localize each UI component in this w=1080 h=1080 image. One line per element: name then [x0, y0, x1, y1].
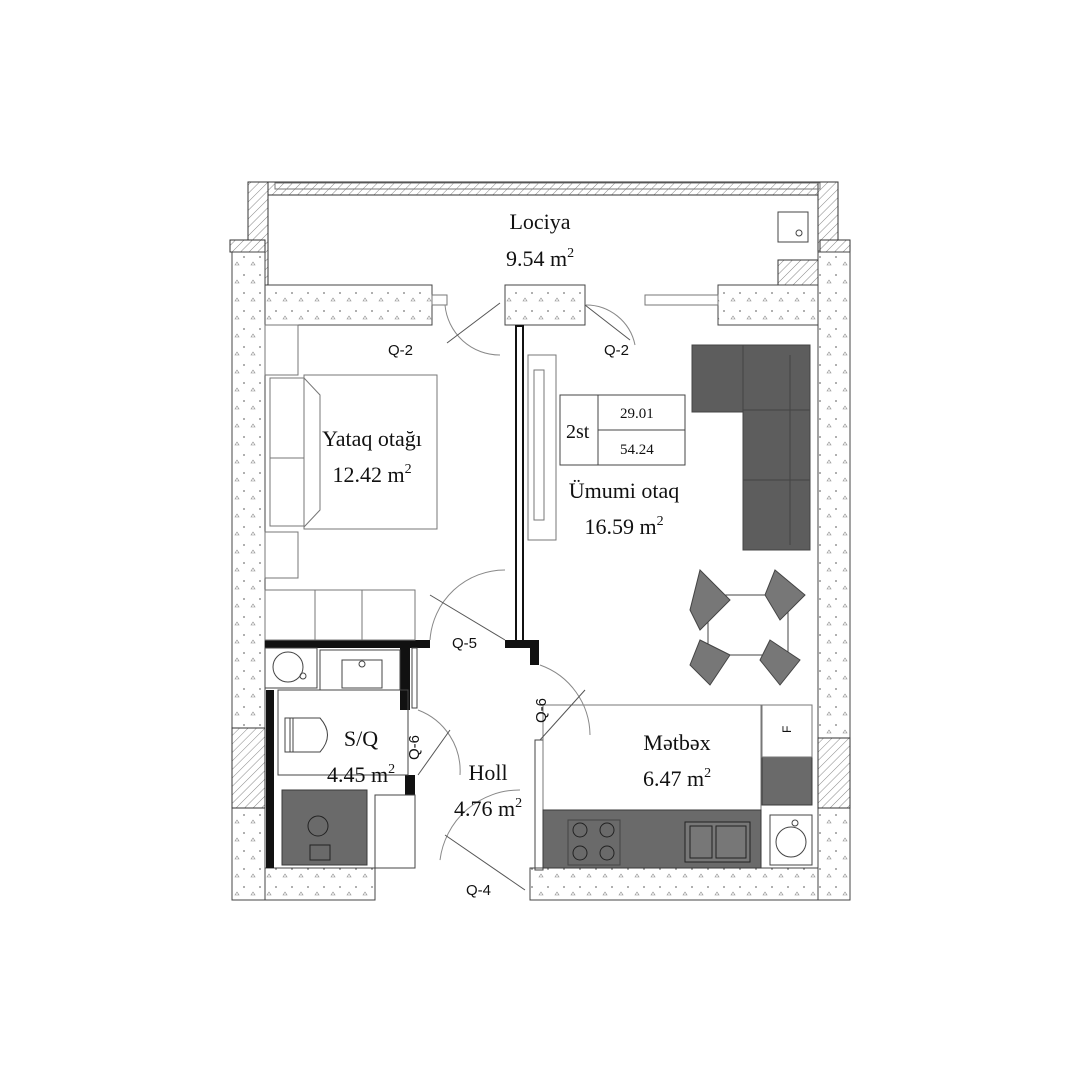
apartment-table: 2st 29.01 54.24: [559, 394, 686, 466]
room-name-holl: Holl: [468, 760, 507, 785]
table-rooms-label: 2st: [566, 421, 590, 443]
fridge-label: F: [780, 726, 794, 733]
dining-table: [689, 569, 806, 686]
washing-machine-bath: [264, 647, 318, 689]
washing-machine-kitchen: [769, 814, 813, 866]
living-room-furniture: [527, 344, 811, 686]
interior-walls: [265, 325, 544, 871]
room-area-lociya: 9.54 m2: [506, 246, 574, 271]
door-labels: Q-2 Q-2 Q-5 Q-6 Q-6 Q-4 F: [388, 342, 794, 899]
room-area-metbex: 6.47 m2: [643, 766, 711, 791]
bathroom-fixtures: [264, 647, 409, 866]
room-name-metbex: Mətbəx: [643, 730, 710, 755]
outer-walls: [231, 251, 851, 901]
room-area-yataq: 12.42 m2: [332, 462, 411, 487]
room-name-umumi: Ümumi otaq: [569, 478, 680, 503]
room-area-holl: 4.76 m2: [454, 796, 522, 821]
door-label-q4: Q-4: [466, 882, 491, 899]
table-total-area: 54.24: [620, 442, 654, 458]
doors: [417, 302, 636, 891]
room-labels: Lociya 9.54 m2 Yataq otağı 12.42 m2 Ümum…: [322, 209, 711, 821]
room-name-lociya: Lociya: [509, 209, 570, 234]
room-area-umumi: 16.59 m2: [584, 514, 663, 539]
door-label-q5: Q-5: [452, 635, 477, 652]
shower-tray: [281, 789, 368, 866]
room-name-yataq: Yataq otağı: [322, 426, 422, 451]
door-label-q2-left: Q-2: [388, 342, 413, 359]
room-name-sq: S/Q: [344, 726, 378, 751]
room-area-sq: 4.45 m2: [327, 762, 395, 787]
balcony-wall: [231, 284, 819, 326]
door-label-q6-holl: Q-6: [533, 698, 550, 723]
bedroom-furniture: [264, 324, 438, 641]
door-label-q2-right: Q-2: [604, 342, 629, 359]
table-living-area: 29.01: [620, 406, 654, 422]
door-label-q6-sq: Q-6: [406, 735, 423, 760]
loggia-walls: [229, 181, 851, 288]
kitchen-furniture: [542, 704, 813, 869]
